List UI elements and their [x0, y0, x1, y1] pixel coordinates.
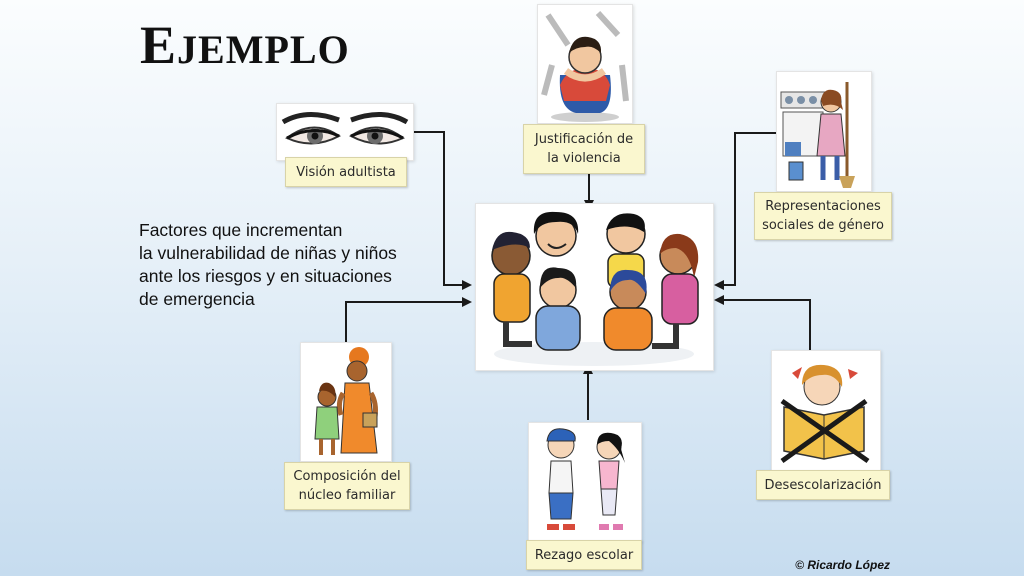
factor-representaciones-genero: Representaciones sociales de género	[754, 192, 892, 240]
eyes-illustration	[276, 103, 414, 161]
factor-justificacion-violencia: Justificación de la violencia	[523, 124, 645, 174]
crouching-child-illustration	[537, 4, 633, 124]
description-line: ante los riesgos y en situaciones	[139, 266, 392, 286]
description-line: de emergencia	[139, 289, 255, 309]
factor-desescolarizacion: Desescolarización	[756, 470, 890, 500]
two-kids-illustration	[528, 422, 642, 542]
girl-sweeping-illustration	[776, 71, 872, 192]
arrow-composicion	[345, 297, 472, 343]
arrow-vision	[410, 131, 472, 290]
arrow-representaciones	[714, 132, 778, 290]
diagram-description: Factores que incrementan la vulnerabilid…	[139, 219, 459, 311]
children-circle-illustration	[475, 203, 714, 371]
description-line: Factores que incrementan	[139, 220, 343, 240]
description-line: la vulnerabilidad de niñas y niños	[139, 243, 397, 263]
crossed-book-illustration	[771, 350, 881, 472]
factor-rezago-escolar: Rezago escolar	[526, 540, 642, 570]
page-title: EJEMPLO	[140, 15, 350, 75]
factor-composicion-nucleo: Composición del núcleo familiar	[284, 462, 410, 510]
arrow-desescolarizacion	[714, 295, 811, 350]
author-credit: © Ricardo López	[795, 558, 890, 572]
mother-daughter-illustration	[300, 342, 392, 462]
factor-vision-adultista: Visión adultista	[285, 157, 407, 187]
